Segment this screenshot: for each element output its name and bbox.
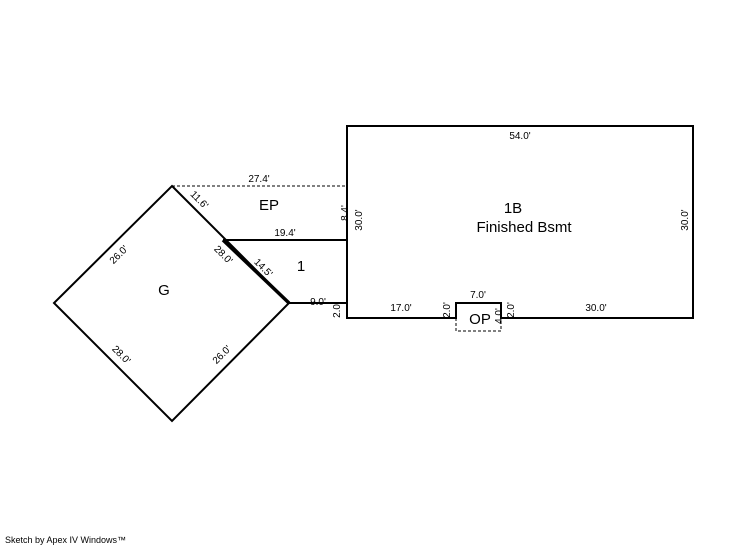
dim-ep-top: 27.4': [248, 174, 269, 185]
one-diagonal-wall: [221, 238, 291, 305]
area-garage: G: [158, 282, 170, 299]
garage-outline: [52, 184, 291, 423]
dim-one-side: 2.0': [332, 302, 343, 318]
dim-one-top: 19.4': [274, 228, 295, 239]
dim-top: 54.0': [509, 131, 530, 142]
dim-right-main: 30.0': [680, 209, 691, 230]
dim-ep-diag: 11.6': [188, 189, 210, 211]
area-ep: EP: [259, 197, 279, 214]
dim-ep-side: 8.4': [340, 205, 351, 221]
op-outline: [455, 318, 502, 332]
dim-bottom-left: 17.0': [390, 303, 411, 314]
dim-op-right: 2.0': [506, 302, 517, 318]
area-main-name: Finished Bsmt: [476, 219, 572, 236]
area-one: 1: [297, 258, 305, 275]
dim-bottom-right: 30.0': [585, 303, 606, 314]
sketch-credit: Sketch by Apex IV Windows™: [5, 535, 127, 545]
dim-op-left: 2.0': [442, 302, 453, 318]
dim-op-depth: 4.0': [494, 308, 505, 324]
dim-left-main: 30.0': [354, 209, 365, 230]
area-op: OP: [469, 311, 491, 328]
dim-g-bottom-left: 28.0': [109, 344, 132, 367]
area-main-code: 1B: [504, 200, 522, 217]
dim-op-top: 7.0': [470, 290, 486, 301]
dim-one-bottom: 9.0': [310, 297, 326, 308]
main-area-outline: [346, 125, 694, 319]
